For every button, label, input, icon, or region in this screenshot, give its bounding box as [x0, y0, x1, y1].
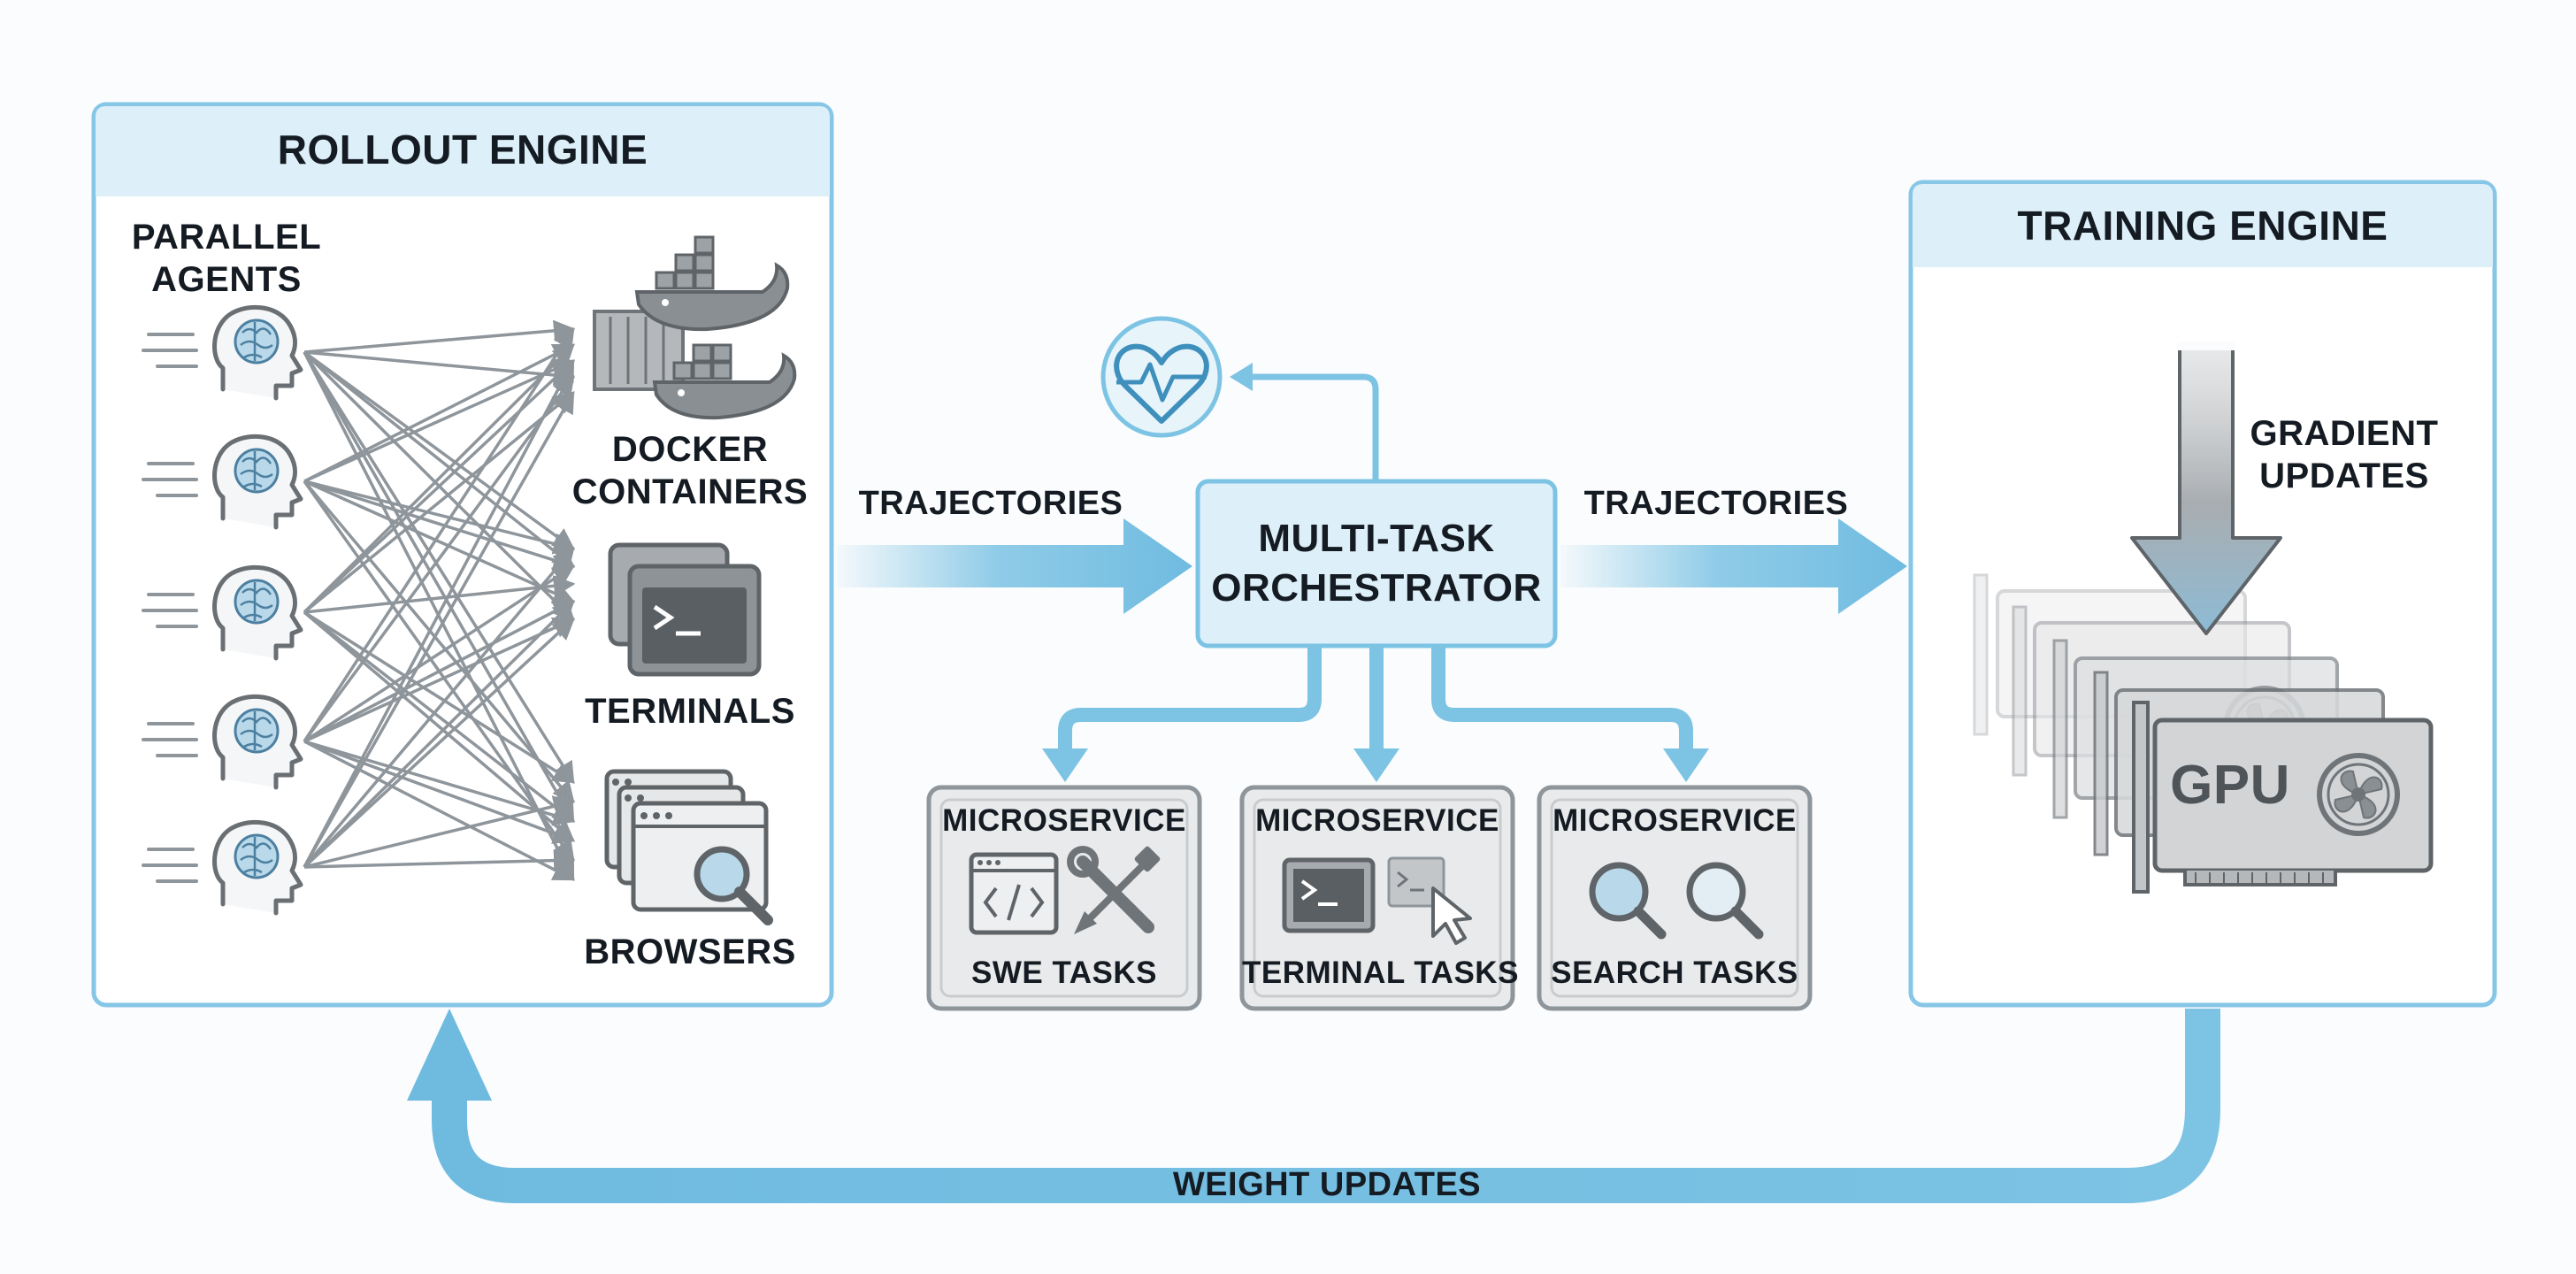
microservice-card-search [1537, 785, 1813, 1011]
gpu-label: GPU [2170, 755, 2290, 816]
weight-updates-label: WEIGHT UPDATES [1172, 1166, 1482, 1203]
connection-line [303, 600, 576, 743]
code-window-icon [969, 852, 1059, 935]
connection-line [303, 740, 576, 844]
magnifier-icon [1686, 862, 1764, 940]
connection-line [303, 351, 575, 785]
connection-line [303, 480, 576, 604]
connection-line [303, 480, 576, 555]
trajectories-arrow-right [1560, 518, 1907, 614]
monitor-arrow [1230, 363, 1379, 481]
parallel-agents-label-line1: PARALLEL [131, 218, 322, 257]
trajectories-label-left: TRAJECTORIES [858, 485, 1123, 522]
rollout-engine-title: ROLLOUT ENGINE [277, 127, 648, 173]
brain-head-icon [215, 696, 301, 787]
training-engine-title: TRAINING ENGINE [2017, 203, 2388, 249]
orchestrator-branches [1058, 648, 1693, 754]
gpu-stack [1973, 573, 2434, 894]
orchestrator-box [1195, 479, 1558, 649]
connection-line [303, 350, 576, 387]
connection-line [303, 600, 575, 869]
connection-line [303, 547, 575, 869]
connection-line [303, 375, 575, 743]
terminal-cursor-icon [1387, 856, 1472, 945]
connection-line [303, 319, 576, 354]
parallel-agents [142, 307, 301, 913]
gradient-updates-label-line1: GRADIENT [2250, 414, 2439, 453]
microservice-header: MICROSERVICE [1552, 803, 1797, 838]
brain-head-icon [215, 822, 301, 913]
browsers-label: BROWSERS [584, 932, 796, 971]
gradient-updates-arrow [2130, 342, 2282, 635]
connection-line [303, 618, 575, 869]
connection-line [303, 350, 575, 550]
connection-line [303, 359, 575, 614]
docker-label-line1: DOCKER [611, 430, 769, 469]
connection-line [303, 343, 576, 483]
microservice-card-terminal [1239, 785, 1515, 1011]
magnifier-icon [1589, 862, 1667, 940]
fan-icon [2319, 756, 2397, 833]
connection-line [303, 617, 576, 743]
wrench-screwdriver-icon [1067, 846, 1161, 934]
brain-head-icon [215, 436, 301, 527]
microservice-task-label: SWE TASKS [971, 956, 1157, 990]
terminals-label: TERMINALS [585, 692, 795, 731]
connection-line [303, 358, 576, 483]
trajectories-arrow-left [837, 518, 1192, 614]
agent-container-connections [303, 319, 576, 882]
brain-head-icon [215, 567, 301, 658]
gpu-card-icon [2132, 701, 2434, 894]
docker-label-line2: CONTAINERS [571, 472, 809, 511]
gradient-updates-label-line2: UPDATES [2259, 457, 2429, 495]
microservice-header: MICROSERVICE [942, 803, 1186, 838]
parallel-agents-label-line2: AGENTS [151, 260, 302, 299]
browsers-icon [604, 769, 773, 925]
connection-line [303, 391, 575, 614]
agent-1-speed-lines [142, 333, 198, 368]
microservice-header: MICROSERVICE [1255, 803, 1499, 838]
connection-line [303, 610, 575, 823]
connection-line [303, 358, 575, 868]
weight-updates-arrow [407, 1009, 2220, 1203]
connection-line [303, 564, 576, 743]
connection-line [303, 575, 576, 614]
connection-line [303, 390, 575, 868]
magnifier-icon [694, 846, 773, 925]
terminals-icon [608, 542, 762, 677]
microservice-task-label: SEARCH TASKS [1551, 956, 1798, 990]
connection-line [303, 740, 576, 826]
connection-line [303, 326, 575, 742]
heart-monitor-icon [1100, 316, 1223, 438]
docker-whale-icon [652, 343, 797, 420]
microservice-card-swe [926, 785, 1202, 1011]
docker-whale-icon [634, 235, 790, 332]
orchestrator-title-line1: MULTI-TASK [1258, 517, 1495, 560]
connection-line [303, 480, 575, 803]
terminal-icon [1282, 857, 1376, 933]
connection-line [303, 351, 575, 824]
connection-line [303, 350, 575, 568]
connection-line [303, 795, 576, 869]
brain-head-icon [215, 307, 301, 398]
connection-line [303, 610, 575, 842]
connection-line [303, 610, 576, 784]
connection-line [303, 740, 576, 881]
docker-containers-icon [593, 235, 797, 420]
connection-line [303, 343, 575, 614]
connection-line [303, 849, 576, 871]
trajectories-label-right: TRAJECTORIES [1583, 485, 1849, 522]
microservice-task-label: TERMINAL TASKS [1242, 956, 1519, 990]
orchestrator-title-line2: ORCHESTRATOR [1211, 566, 1542, 610]
branch-arrowheads [1042, 748, 1709, 782]
connection-line [303, 480, 576, 572]
